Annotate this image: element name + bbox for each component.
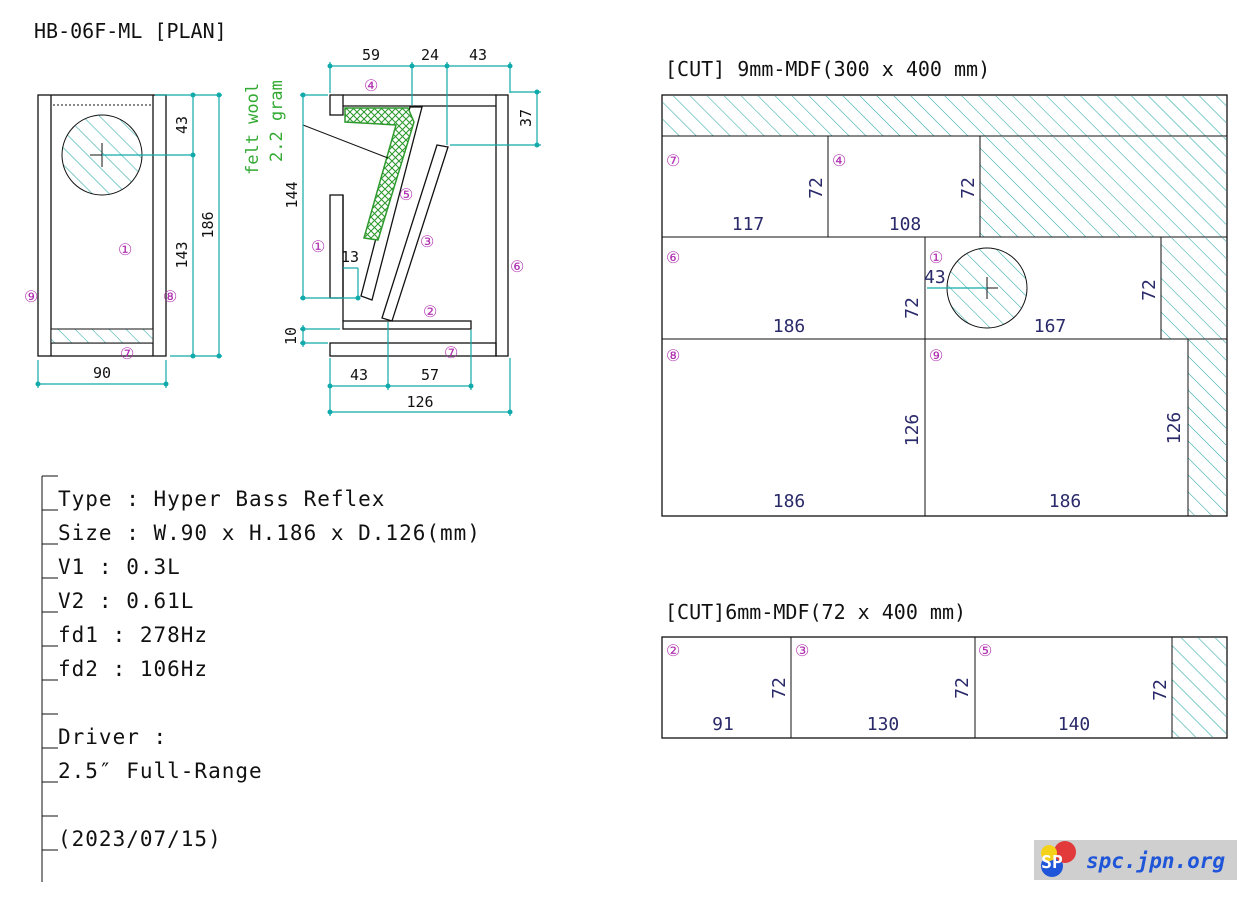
cut6-num-3: ③ — [795, 641, 809, 660]
spec-line: (2023/07/15) — [58, 827, 222, 851]
cut9-num-6: ⑥ — [666, 248, 680, 267]
felt-label-2: 2.2 gram — [267, 80, 287, 162]
cut9-w-6: 186 — [773, 316, 806, 337]
spec-line: Driver : — [58, 725, 167, 749]
cut9-w-9: 186 — [1049, 491, 1082, 512]
cut9-w-7: 117 — [732, 214, 765, 235]
spec-line: fd1 : 278Hz — [58, 623, 208, 647]
cut9-h-8: 126 — [902, 414, 923, 447]
cut9-h-7: 72 — [806, 177, 827, 199]
cut6-h-2: 72 — [769, 677, 790, 699]
side-dim-37: 37 — [517, 109, 535, 127]
front-view: ① ⑨ ⑧ ⑦ 43 143 186 90 — [24, 92, 222, 388]
side-dim-126: 126 — [406, 393, 433, 411]
cut6-h-3: 72 — [952, 677, 973, 699]
spec-line: V2 : 0.61L — [58, 589, 194, 613]
side-dim-144: 144 — [283, 181, 301, 208]
side-dim-bottom-43: 43 — [350, 366, 368, 384]
spec-line: Size : W.90 x H.186 x D.126(mm) — [58, 521, 481, 545]
front-part-8: ⑧ — [163, 287, 177, 306]
side-dim-10: 10 — [282, 327, 300, 345]
cut9-h-1: 72 — [1139, 279, 1160, 301]
side-part-2: ② — [423, 302, 437, 321]
front-outline — [37, 94, 167, 357]
side-part-4: ④ — [364, 76, 378, 95]
side-dim-bottom-57: 57 — [421, 366, 439, 384]
cut9-h-4: 72 — [958, 177, 979, 199]
cut6-w-2: 91 — [712, 714, 734, 735]
side-part-3: ③ — [420, 232, 434, 251]
front-part-7: ⑦ — [120, 344, 134, 363]
side-dim-59: 59 — [362, 46, 380, 64]
side-dim-24: 24 — [421, 46, 439, 64]
cut9-num-7: ⑦ — [666, 151, 680, 170]
cut-6mm-title: [CUT]6mm-MDF(72 x 400 mm) — [665, 600, 966, 624]
side-part-5: ⑤ — [399, 185, 413, 204]
front-bottom-hatch — [50, 328, 154, 344]
cut-9mm-panel: [CUT] 9mm-MDF(300 x 400 mm) ⑦ 117 72 ④ 1… — [661, 57, 1228, 517]
side-part-1: ① — [311, 237, 325, 256]
spec-line: V1 : 0.3L — [58, 555, 181, 579]
front-part-9: ⑨ — [24, 287, 38, 306]
cut9-h-6: 72 — [902, 297, 923, 319]
page-title: HB-06F-ML [PLAN] — [34, 19, 227, 43]
cut6-w-3: 130 — [867, 714, 900, 735]
front-dim-186: 186 — [199, 211, 217, 238]
cut6-num-2: ② — [666, 641, 680, 660]
cut9-w-8: 186 — [773, 491, 806, 512]
cut9-hole-43: 43 — [924, 267, 946, 288]
cut-6mm-panel: [CUT]6mm-MDF(72 x 400 mm) ② 91 72 ③ 130 … — [661, 600, 1228, 739]
cut-9mm-title: [CUT] 9mm-MDF(300 x 400 mm) — [665, 57, 990, 81]
spec-line: Type : Hyper Bass Reflex — [58, 487, 385, 511]
side-view: felt wool 2.2 gram ④ ⑤ ③ ① ⑥ ② ⑦ 59 24 4… — [243, 46, 541, 416]
side-part-7: ⑦ — [444, 343, 458, 362]
cut9-num-8: ⑧ — [666, 346, 680, 365]
felt-wool — [344, 107, 415, 241]
logo-letters: SP — [1041, 852, 1063, 873]
cut9-num-4: ④ — [832, 151, 846, 170]
felt-label-1: felt wool — [243, 83, 263, 175]
cut9-w-4: 108 — [889, 214, 922, 235]
spec-line: fd2 : 106Hz — [58, 657, 208, 681]
side-dim-13: 13 — [341, 248, 359, 266]
cut6-h-5: 72 — [1150, 679, 1171, 701]
site-logo: SP spc.jpn.org — [1034, 840, 1237, 880]
spec-line: 2.5″ Full-Range — [58, 759, 263, 783]
cut6-num-5: ⑤ — [978, 641, 992, 660]
cut9-num-9: ⑨ — [929, 346, 943, 365]
cut9-w-1: 167 — [1034, 316, 1067, 337]
side-part-6: ⑥ — [510, 257, 524, 276]
cut9-num-1: ① — [929, 248, 943, 267]
cut6-w-5: 140 — [1058, 714, 1091, 735]
cut9-h-9: 126 — [1164, 412, 1185, 445]
front-dim-90: 90 — [93, 364, 111, 382]
logo-site: spc.jpn.org — [1086, 849, 1225, 873]
side-dim-43: 43 — [469, 46, 487, 64]
front-part-1: ① — [118, 240, 132, 259]
front-dim-43: 43 — [173, 116, 191, 134]
front-dim-143: 143 — [173, 241, 191, 268]
